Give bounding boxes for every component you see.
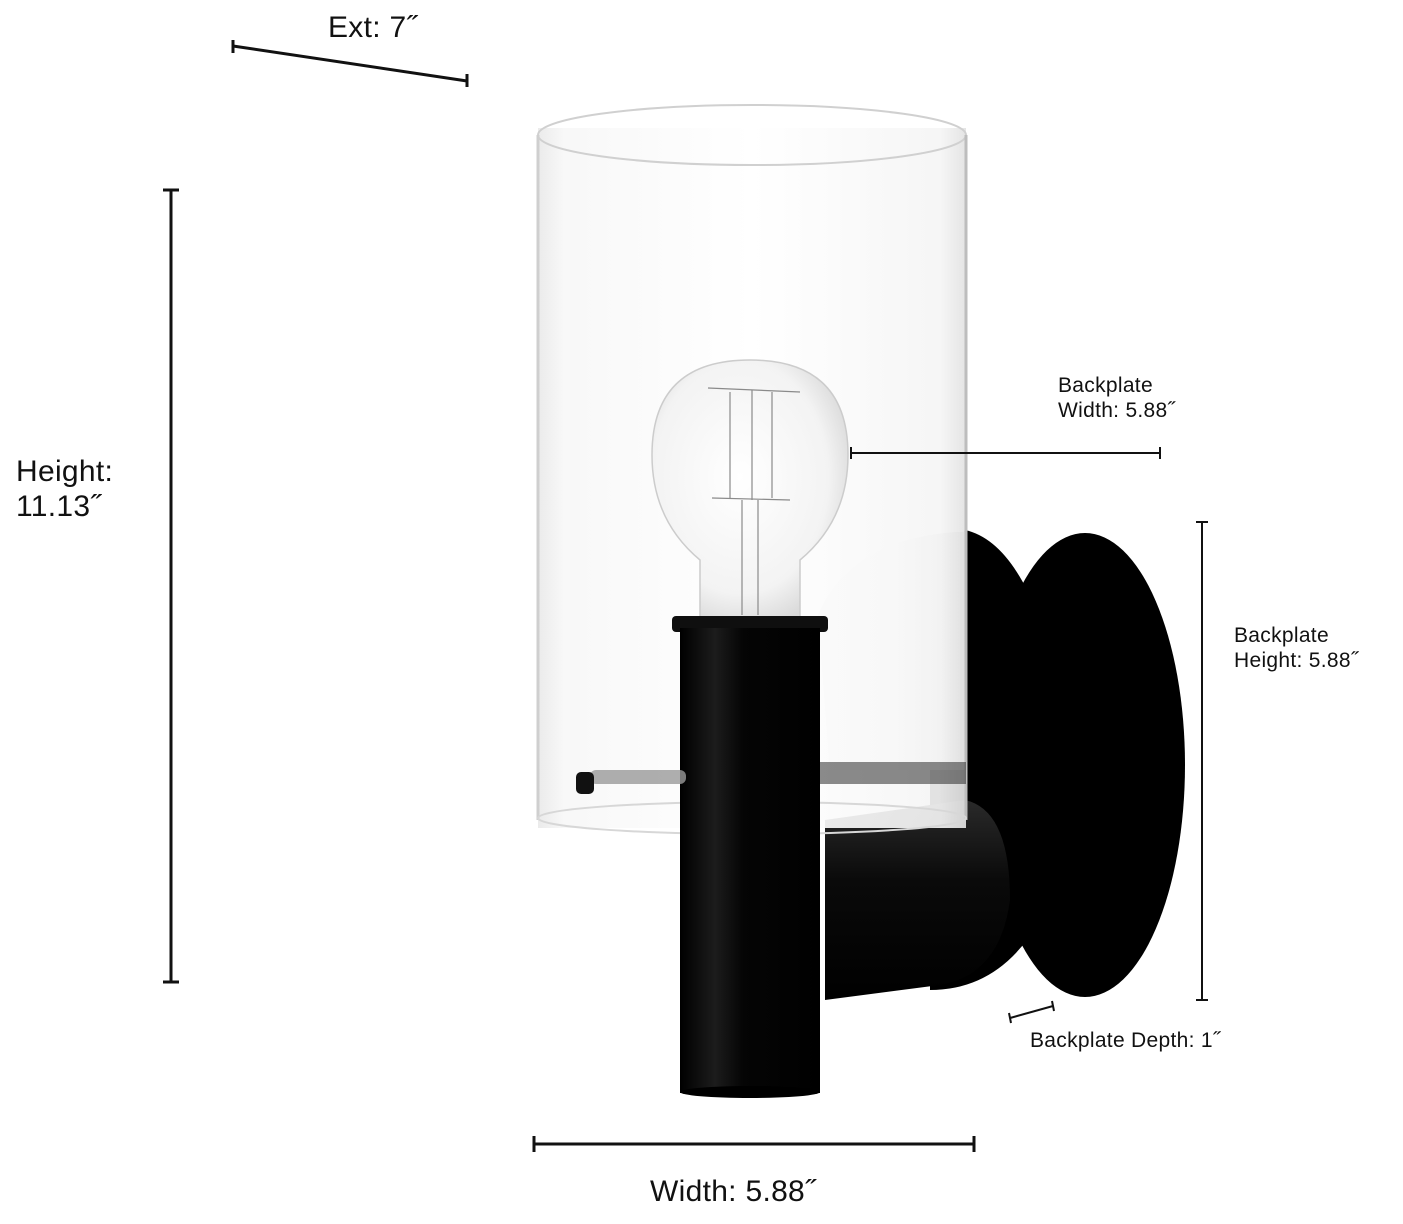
- thumb-screw: [576, 762, 966, 794]
- socket-body: [672, 616, 828, 1098]
- backplate-width-dimension-line: [850, 447, 1161, 459]
- backplate-height-label-line1: Backplate: [1234, 624, 1329, 647]
- backplate-height-dimension-line: [1196, 521, 1208, 1001]
- backplate-depth-dimension-line: [1008, 1000, 1055, 1024]
- backplate-height-label-line2: Height: 5.88˝: [1234, 648, 1359, 672]
- backplate-width-label-line1: Backplate: [1058, 374, 1153, 397]
- width-dimension-line: [532, 1136, 976, 1152]
- extension-label: Ext: 7˝: [328, 11, 417, 44]
- height-dimension-line: [163, 188, 179, 984]
- light-bulb: [651, 359, 849, 621]
- height-label-line1: Height:: [16, 455, 114, 488]
- backplate-height-label: Backplate Height: 5.88˝: [1234, 624, 1358, 674]
- sconce-arm: [825, 800, 1010, 1000]
- height-label-line2: 11.13˝: [16, 490, 101, 524]
- width-label: Width: 5.88˝: [650, 1175, 816, 1208]
- backplate-width-label: Backplate Width: 5.88˝: [1058, 374, 1175, 424]
- backplate-width-label-line2: Width: 5.88˝: [1058, 398, 1175, 422]
- backplate-depth-label: Backplate Depth: 1˝: [1030, 1029, 1221, 1052]
- extension-dimension-line: [231, 40, 469, 87]
- height-label: Height: 11.13˝: [16, 454, 113, 525]
